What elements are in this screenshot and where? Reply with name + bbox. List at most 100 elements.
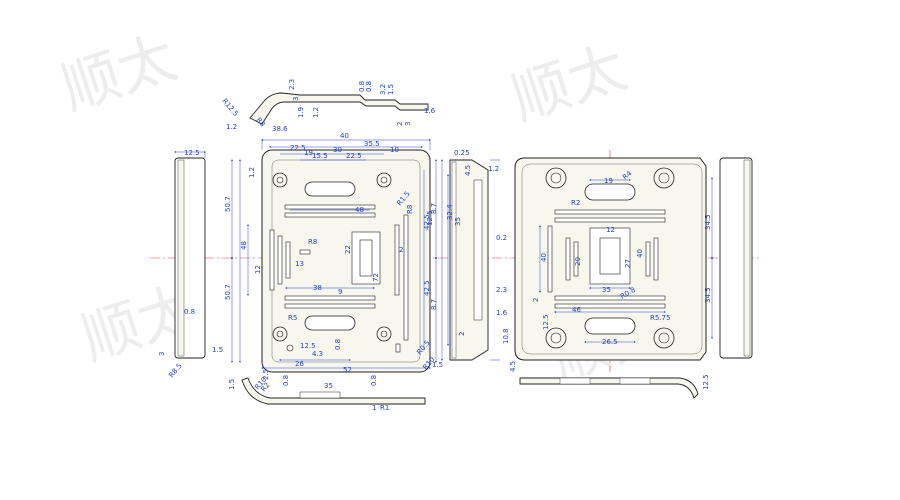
dimension-label: 1.2 [312,107,320,118]
front-view [261,149,431,373]
dimension-label: 1.5 [228,379,236,390]
dimension-label: 22.5 [346,152,362,160]
dimension-label: 12.5 [426,210,434,226]
dimension-label: 15.5 [312,152,328,160]
dimension-label: 22.5 [290,144,306,152]
right-view [514,157,707,361]
dimension-label: 1.9 [297,107,305,118]
right-edge-view [719,157,753,359]
dimension-label: 34.5 [704,287,712,303]
dimension-label: 20 [574,257,582,266]
dimension-label: R5 [288,314,297,322]
dimension-label: 12.5 [542,314,550,330]
dimension-label: 12 [254,265,262,274]
dimension-label: 4.5 [509,361,517,372]
dimension-label: 42.5 [423,214,431,230]
dimension-label: 1.6 [496,309,508,317]
dimension-label: 3.2 [379,84,387,95]
dimension-label: 2 [458,332,466,336]
right-vent-slot-icons [547,209,666,309]
dimension-label: 35 [602,286,611,294]
dimension-label: 34.5 [704,214,712,230]
dimension-label: 1 [372,404,376,412]
left-edge-view [174,157,206,359]
dimension-label: R1 [380,404,389,412]
dimension-label: 46 [572,306,581,314]
dimension-label: R5.75 [650,314,670,322]
dimension-label: 72 [372,273,380,282]
dimension-label: 2 [399,246,403,254]
dimension-label: 35 [454,217,462,226]
dimension-label: 3 [292,97,300,101]
dimension-label: 2.5 [262,369,270,380]
right-mounting-hole-icons [545,167,675,349]
dimension-label: 32.4 [446,204,454,220]
dimension-label: 0.8 [365,81,373,92]
dimension-label: 8.7 [430,299,438,310]
dimension-label: 9 [338,288,342,296]
dimension-label: 30 [333,146,342,154]
dimension-label: 4.5 [464,165,472,176]
dimension-label: 2 [396,122,404,126]
dimension-label: R8.5 [167,362,183,379]
dimension-label: 48 [355,206,364,214]
dimension-label: 40 [540,253,548,262]
dimension-label: 12 [606,226,615,234]
dimension-label: 0.8 [334,339,342,350]
dimension-label: 19 [604,177,613,185]
dimension-label: 12.5 [702,374,710,390]
dimension-label: 50.7 [224,196,232,212]
dimension-label: 10.8 [502,328,510,344]
dimension-label: 4.3 [312,350,323,358]
keyhole-slot-icons [304,181,356,331]
right-bottom-profile-view [519,377,699,399]
dimension-label: 52 [343,366,352,374]
side-view-dimension-lines [441,159,500,361]
dimension-label: 42.5 [423,280,431,296]
bottom-profile-view [241,377,426,405]
dimension-label: 22 [344,245,352,254]
dimension-label: 40 [636,249,644,258]
dimension-label: 0.8 [282,375,290,386]
dimension-label: 3 [158,352,166,356]
dimension-label: 0.8 [358,81,366,92]
dimension-label: 1.6 [424,107,436,115]
dimension-label: 12.5 [300,342,316,350]
dimension-label: 40 [340,132,349,140]
vent-slot-icons [269,204,409,341]
dimension-label: 38.6 [272,125,288,133]
dimension-label: 38 [313,284,322,292]
mounting-hole-icons [272,172,392,342]
dimension-label: 26 [295,360,304,368]
right-view-dimension-lines [539,177,713,343]
dimension-label: 1.5 [432,361,443,369]
dimension-label: 50.7 [224,284,232,300]
dimension-label: 2.3 [288,79,296,90]
side-view [449,159,489,361]
dimension-label: 1.2 [248,167,256,178]
dimension-label: 0.8 [370,375,378,386]
dimension-label: 0.8 [184,308,195,316]
dimension-label: 1.5 [387,84,395,95]
dimension-label: R2 [571,199,580,207]
dimension-label: 1.2 [226,123,237,131]
dimension-label: 35.5 [364,140,380,148]
dimension-label: 0.25 [454,149,470,157]
dimension-label: 12.5 [184,149,200,157]
dimension-label: 1.5 [212,346,223,354]
dimension-label: 10 [390,146,399,154]
dimension-label: R12.5 [220,97,239,118]
dimension-label: 2.3 [496,286,507,294]
dimension-label: R8 [308,238,317,246]
top-profile-view [249,92,429,125]
dimension-label: 0.2 [496,234,507,242]
dimension-label: 3 [404,122,412,126]
watermark-text-2: 顺太 [503,33,634,134]
dimension-label: R8 [406,205,414,214]
dimension-label: 27 [624,259,632,268]
dimension-label: 19 [304,149,313,157]
dimension-label: 26.5 [602,338,618,346]
dimension-label: 48 [240,241,248,250]
